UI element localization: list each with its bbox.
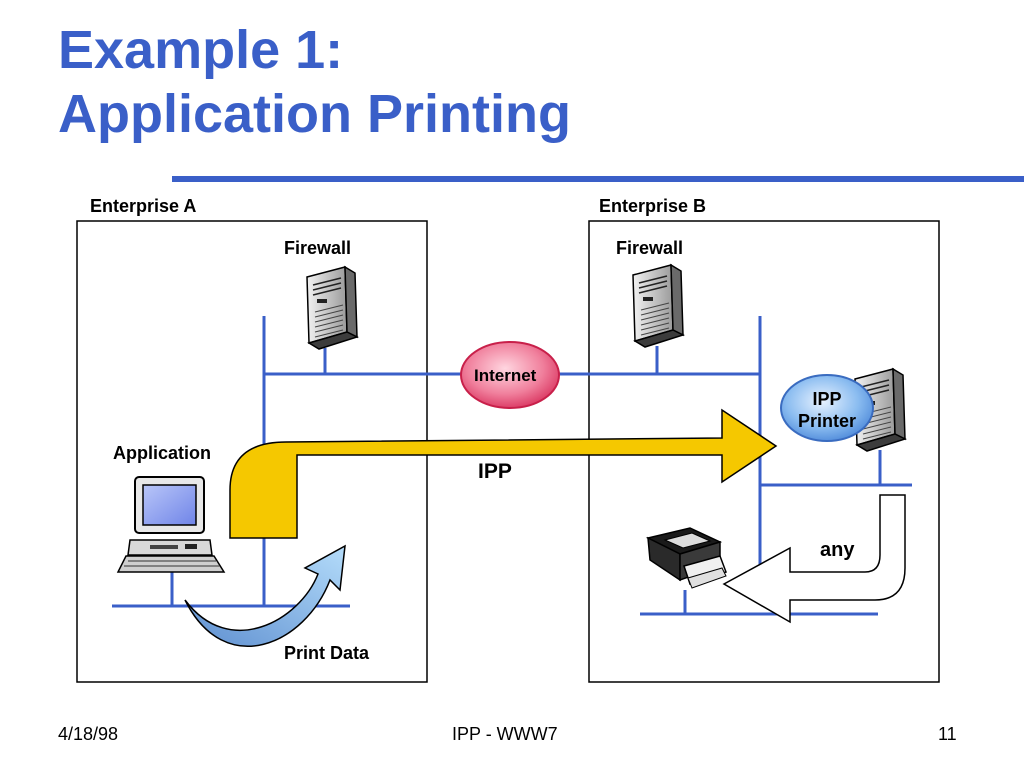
footer-date: 4/18/98 — [58, 724, 119, 744]
title-line-1: Example 1: — [58, 20, 344, 80]
slide-title: Example 1: Application Printing — [58, 18, 571, 146]
ipp-printer-label-line1: IPP — [812, 389, 842, 409]
application-label: Application — [113, 443, 211, 463]
internet-ellipse — [460, 341, 560, 409]
computer-icon — [116, 476, 226, 573]
network-lines — [112, 316, 912, 616]
any-label: any — [820, 539, 855, 561]
any-arrow — [722, 494, 906, 624]
printer-icon — [645, 527, 727, 589]
title-line-2: Application Printing — [58, 84, 571, 144]
footer-page-number: 11 — [938, 724, 957, 744]
firewall-b-server-icon — [632, 264, 684, 348]
firewall-a-server-icon — [306, 266, 358, 350]
enterprise-a-label: Enterprise A — [90, 196, 197, 216]
ipp-label: IPP — [478, 460, 512, 483]
footer-center: IPP - WWW7 — [452, 724, 558, 744]
title-underline — [172, 176, 1024, 182]
ipp-arrow — [229, 408, 778, 539]
internet-label: Internet — [474, 366, 537, 385]
enterprise-b-label: Enterprise B — [599, 196, 707, 216]
firewall-b-label: Firewall — [616, 238, 684, 258]
print-data-label: Print Data — [284, 643, 370, 663]
print-data-arrow — [184, 544, 346, 647]
firewall-a-label: Firewall — [284, 238, 352, 258]
ipp-printer-label-line2: Printer — [797, 411, 857, 431]
ipp-printer-label: IPP Printer — [781, 388, 873, 432]
ipp-printer-ellipse — [780, 374, 874, 442]
